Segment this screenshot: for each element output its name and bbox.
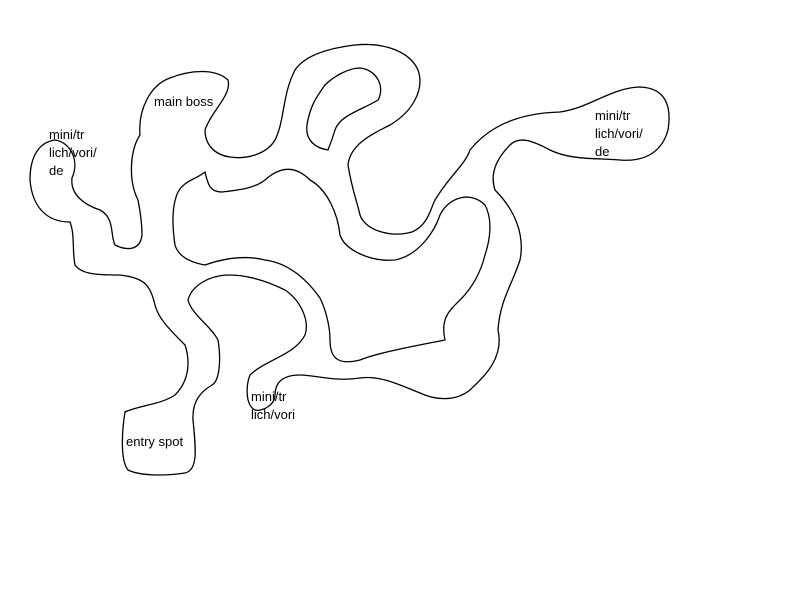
label-mini-left: mini/tr lich/vori/ de bbox=[49, 127, 97, 178]
label-main-boss: main boss bbox=[154, 94, 214, 109]
label-mini-bottom: mini/tr lich/vori bbox=[251, 389, 296, 422]
label-mini-right: mini/tr lich/vori/ de bbox=[595, 108, 643, 159]
label-entry-spot: entry spot bbox=[126, 434, 184, 449]
cave-pocket-top bbox=[306, 67, 382, 151]
cave-inner-island bbox=[172, 168, 491, 363]
cave-outer-wall bbox=[29, 43, 670, 476]
